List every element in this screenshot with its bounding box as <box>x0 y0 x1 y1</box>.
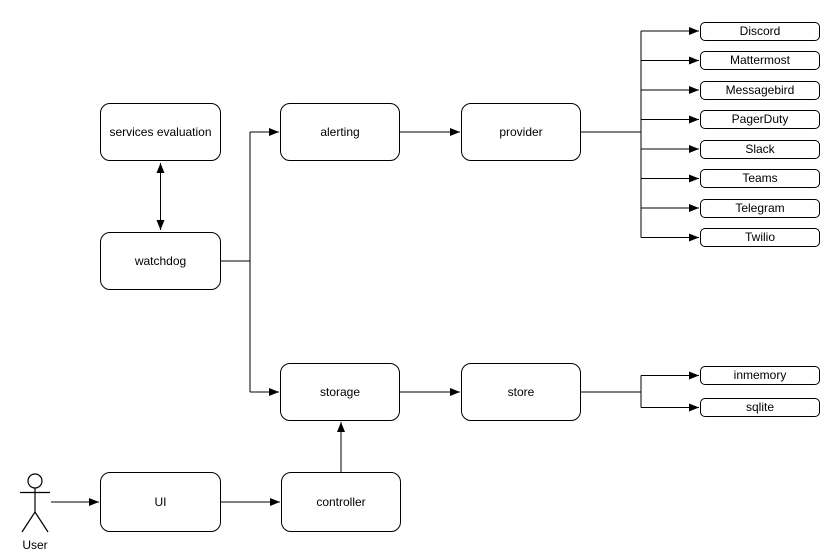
node-services-evaluation: services evaluation <box>100 103 221 161</box>
node-storage: storage <box>280 363 400 421</box>
node-provider: provider <box>461 103 581 161</box>
actor-head <box>27 473 43 489</box>
edge-store-trunk <box>581 375 642 408</box>
node-store-inmemory: inmemory <box>700 366 820 385</box>
node-watchdog: watchdog <box>100 232 221 290</box>
actor-leg-right <box>34 511 49 533</box>
user-actor-label: User <box>22 538 48 552</box>
user-actor-icon <box>20 473 50 533</box>
node-provider-pagerduty: PagerDuty <box>700 110 820 129</box>
actor-leg-left <box>21 511 36 533</box>
edge-provider-trunk <box>581 31 642 238</box>
node-provider-teams: Teams <box>700 169 820 188</box>
node-provider-slack: Slack <box>700 139 820 159</box>
node-provider-discord: Discord <box>700 21 820 41</box>
node-ui: UI <box>100 472 221 532</box>
node-store-sqlite: sqlite <box>700 398 820 417</box>
node-provider-mattermost: Mattermost <box>700 51 820 70</box>
node-store: store <box>461 363 581 421</box>
node-provider-messagebird: Messagebird <box>700 80 820 100</box>
node-provider-twilio: Twilio <box>700 228 820 247</box>
node-alerting: alerting <box>280 103 400 161</box>
node-controller: controller <box>281 472 401 532</box>
node-provider-telegram: Telegram <box>700 198 820 218</box>
edge-watchdog-trunk <box>221 132 251 392</box>
